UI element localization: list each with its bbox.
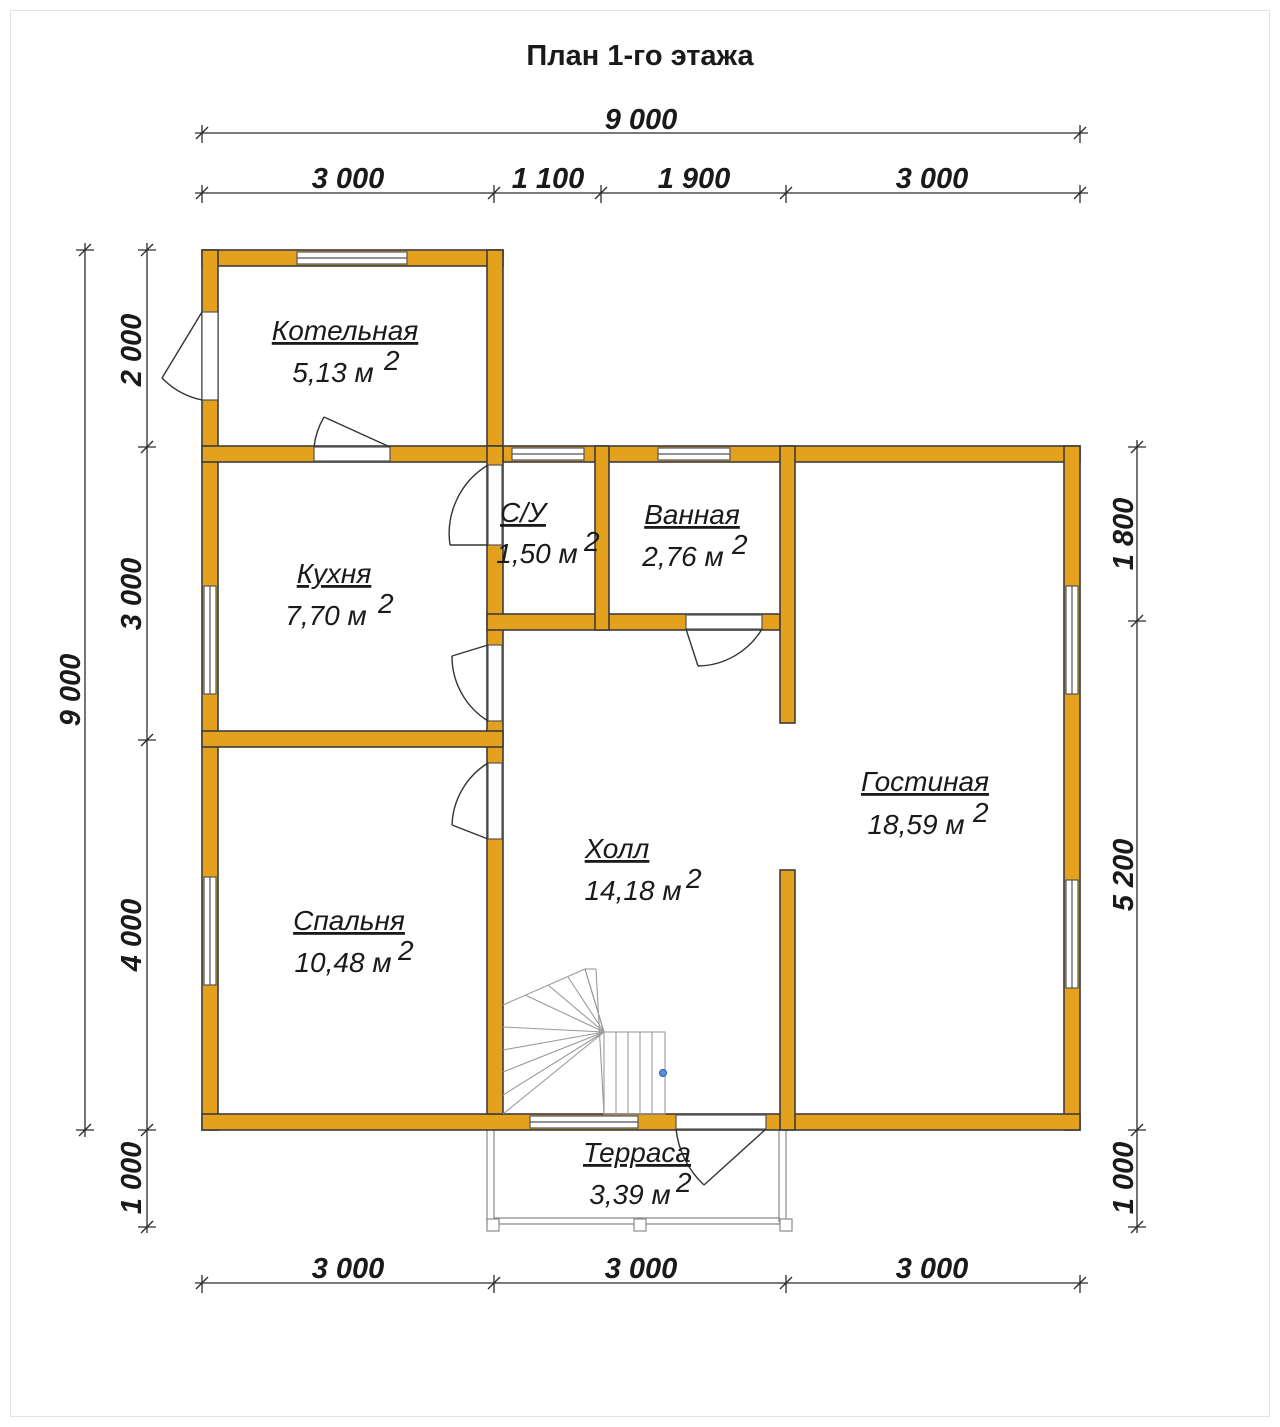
- dim-top-3: 1 900: [658, 163, 731, 195]
- room-labels: Котельная 5,13 м 2 Кухня 7,70 м 2 С/У 1,…: [272, 315, 989, 1210]
- room-area-boiler: 5,13 м: [292, 357, 373, 388]
- room-area-sup-hall: 2: [685, 863, 702, 894]
- dim-top-1: 3 000: [312, 163, 385, 195]
- room-name-living: Гостиная: [861, 766, 989, 797]
- room-area-living: 18,59 м: [867, 809, 964, 840]
- staircase: [502, 968, 666, 1115]
- dim-bottom-3: 3 000: [896, 1253, 969, 1285]
- room-area-hall: 14,18 м: [584, 875, 681, 906]
- terrace: [486, 1130, 793, 1232]
- dimension-lines: [76, 125, 1146, 1293]
- room-name-bathroom: Ванная: [644, 499, 740, 530]
- stair-marker: [659, 1069, 667, 1077]
- room-name-terrace: Терраса: [583, 1137, 691, 1168]
- room-area-bedroom: 10,48 м: [294, 947, 391, 978]
- windows: [203, 251, 1079, 1129]
- room-area-sup-terrace: 2: [675, 1167, 692, 1198]
- dim-right-1: 1 800: [1108, 498, 1140, 571]
- room-name-bedroom: Спальня: [293, 905, 405, 936]
- room-name-hall: Холл: [584, 833, 650, 864]
- room-name-boiler: Котельная: [272, 315, 419, 346]
- dim-right-2: 5 200: [1108, 839, 1140, 912]
- dim-left-1: 2 000: [116, 314, 148, 388]
- dim-top-2: 1 100: [512, 163, 585, 195]
- dim-left-total: 9 000: [55, 654, 87, 727]
- doors: [161, 311, 767, 1186]
- dim-right-3: 1 000: [1108, 1142, 1140, 1215]
- room-area-sup-boiler: 2: [383, 345, 400, 376]
- room-area-wc: 1,50 м: [496, 538, 577, 569]
- dim-left-4: 1 000: [116, 1142, 148, 1215]
- dim-top-total: 9 000: [605, 104, 678, 136]
- room-name-kitchen: Кухня: [297, 558, 372, 589]
- room-area-kitchen: 7,70 м: [285, 600, 366, 631]
- dim-left-2: 3 000: [116, 558, 148, 631]
- room-area-sup-living: 2: [972, 797, 989, 828]
- plan-title: План 1-го этажа: [526, 40, 754, 72]
- room-area-bathroom: 2,76 м: [641, 541, 723, 572]
- room-area-sup-bedroom: 2: [397, 935, 414, 966]
- room-area-sup-kitchen: 2: [377, 588, 394, 619]
- room-area-sup-wc: 2: [583, 526, 600, 557]
- dim-bottom-1: 3 000: [312, 1253, 385, 1285]
- room-area-terrace: 3,39 м: [589, 1179, 670, 1210]
- drawing-frame: [10, 10, 1270, 1417]
- room-area-sup-bathroom: 2: [731, 529, 748, 560]
- dim-top-4: 3 000: [896, 163, 969, 195]
- room-name-wc: С/У: [500, 497, 549, 528]
- dim-bottom-2: 3 000: [605, 1253, 678, 1285]
- dim-left-3: 4 000: [116, 899, 148, 973]
